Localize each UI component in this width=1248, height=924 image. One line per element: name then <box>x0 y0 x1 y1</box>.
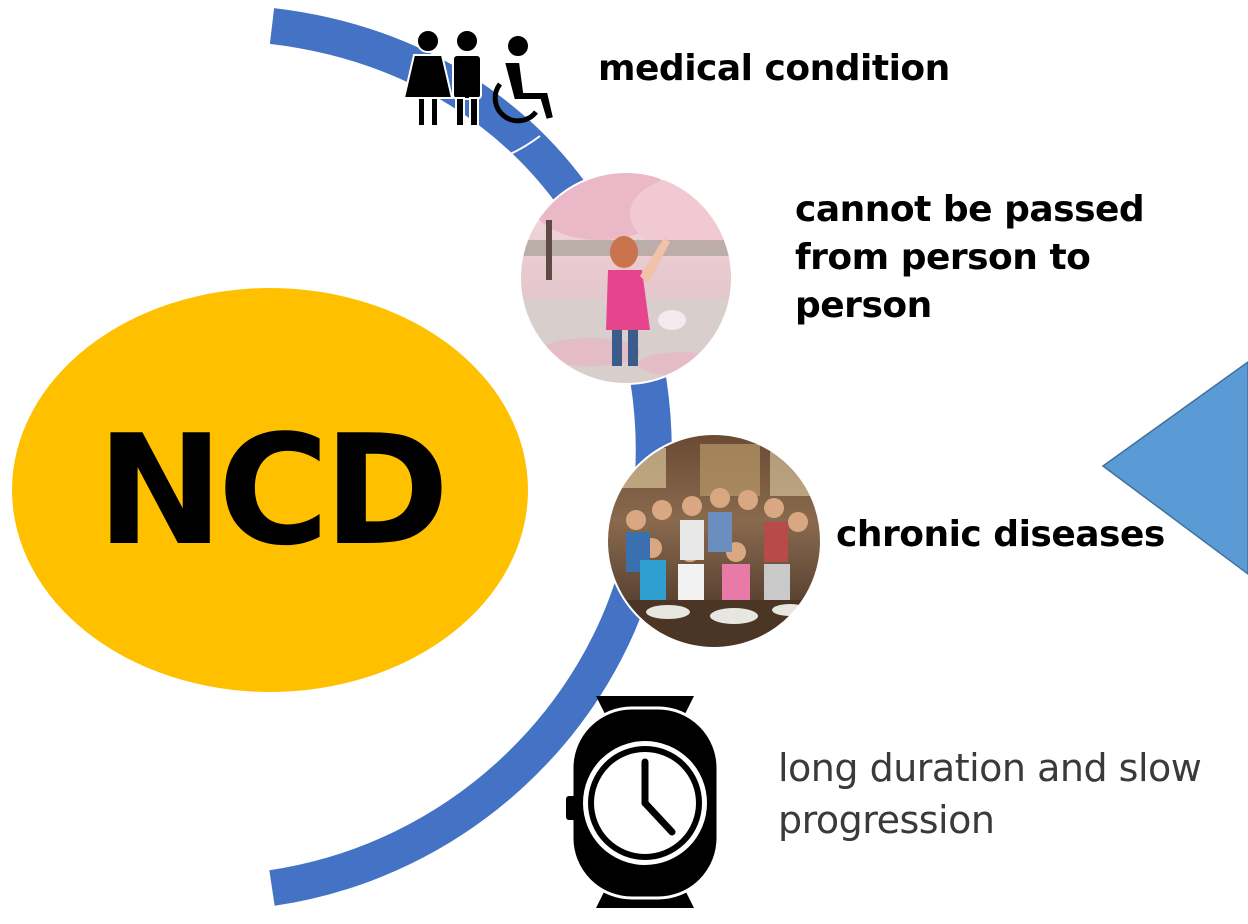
ncd-center-title: NCD <box>96 401 450 579</box>
item-label-medical-condition: medical condition <box>598 48 950 89</box>
arc-segment-divider <box>505 135 541 157</box>
item-label-chronic-diseases: chronic diseases <box>836 514 1165 555</box>
photo-frame-2 <box>606 433 822 649</box>
item-label-not-communicable: cannot be passed from person to person <box>795 189 1145 326</box>
photo-frame-1 <box>519 171 733 385</box>
wristwatch-icon <box>566 696 720 908</box>
ncd-center-ellipse <box>12 288 528 692</box>
arc-segment-divider <box>539 729 587 789</box>
pointer-triangle <box>1101 361 1248 575</box>
item-label-long-duration: long duration and slow progression <box>778 746 1202 842</box>
people-wheelchair-icon <box>402 29 556 127</box>
